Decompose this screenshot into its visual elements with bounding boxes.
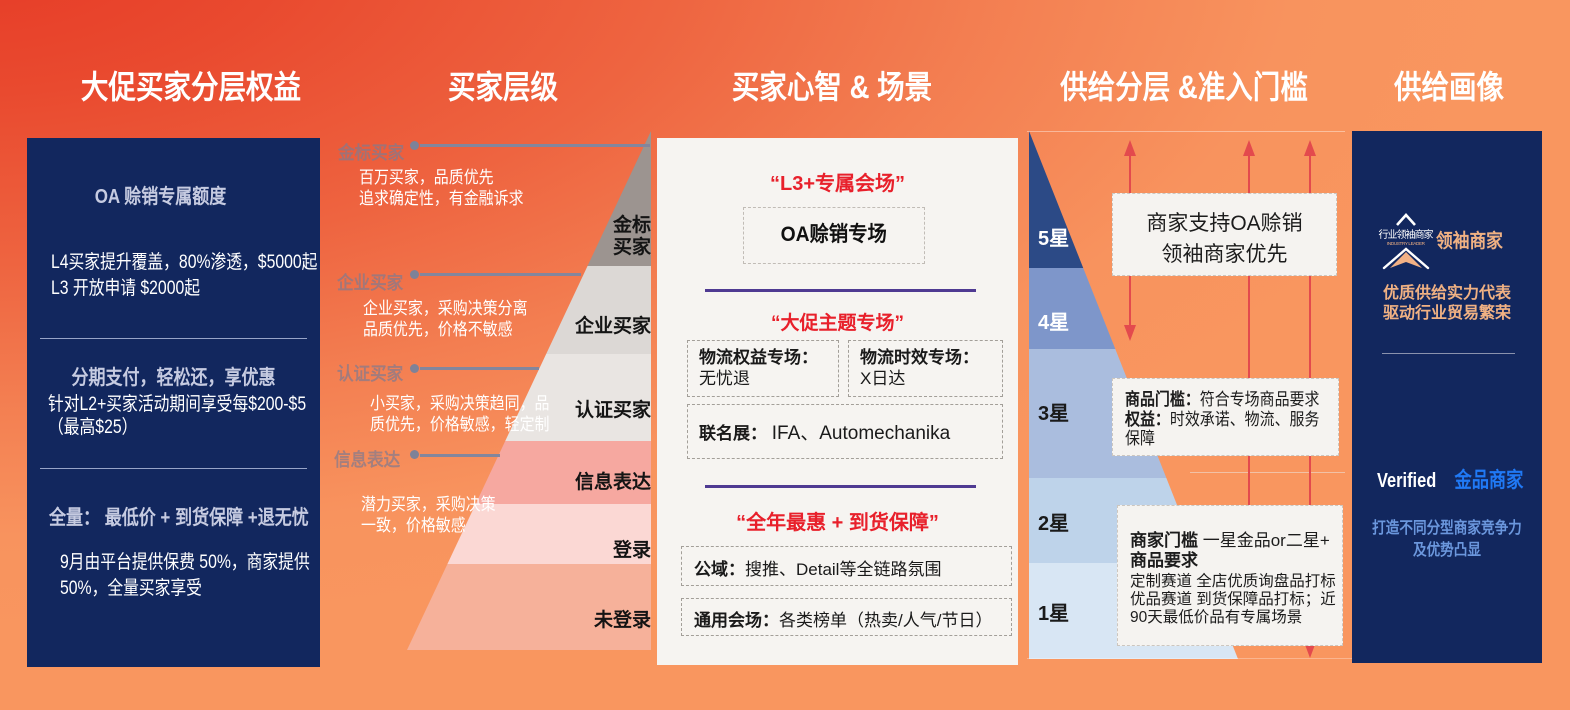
svg-text:INDUSTRY LEADER: INDUSTRY LEADER: [1387, 241, 1426, 246]
svg-text:行业领袖商家: 行业领袖商家: [1379, 228, 1434, 241]
